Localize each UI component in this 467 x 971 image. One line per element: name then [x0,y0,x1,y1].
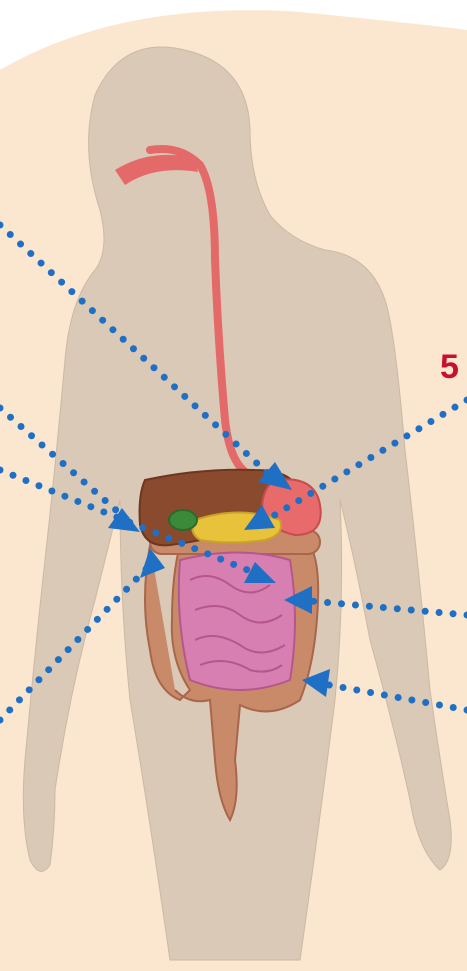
gallbladder [169,510,197,530]
step-number-label: 5 [440,350,459,384]
small-intestine [179,553,295,691]
